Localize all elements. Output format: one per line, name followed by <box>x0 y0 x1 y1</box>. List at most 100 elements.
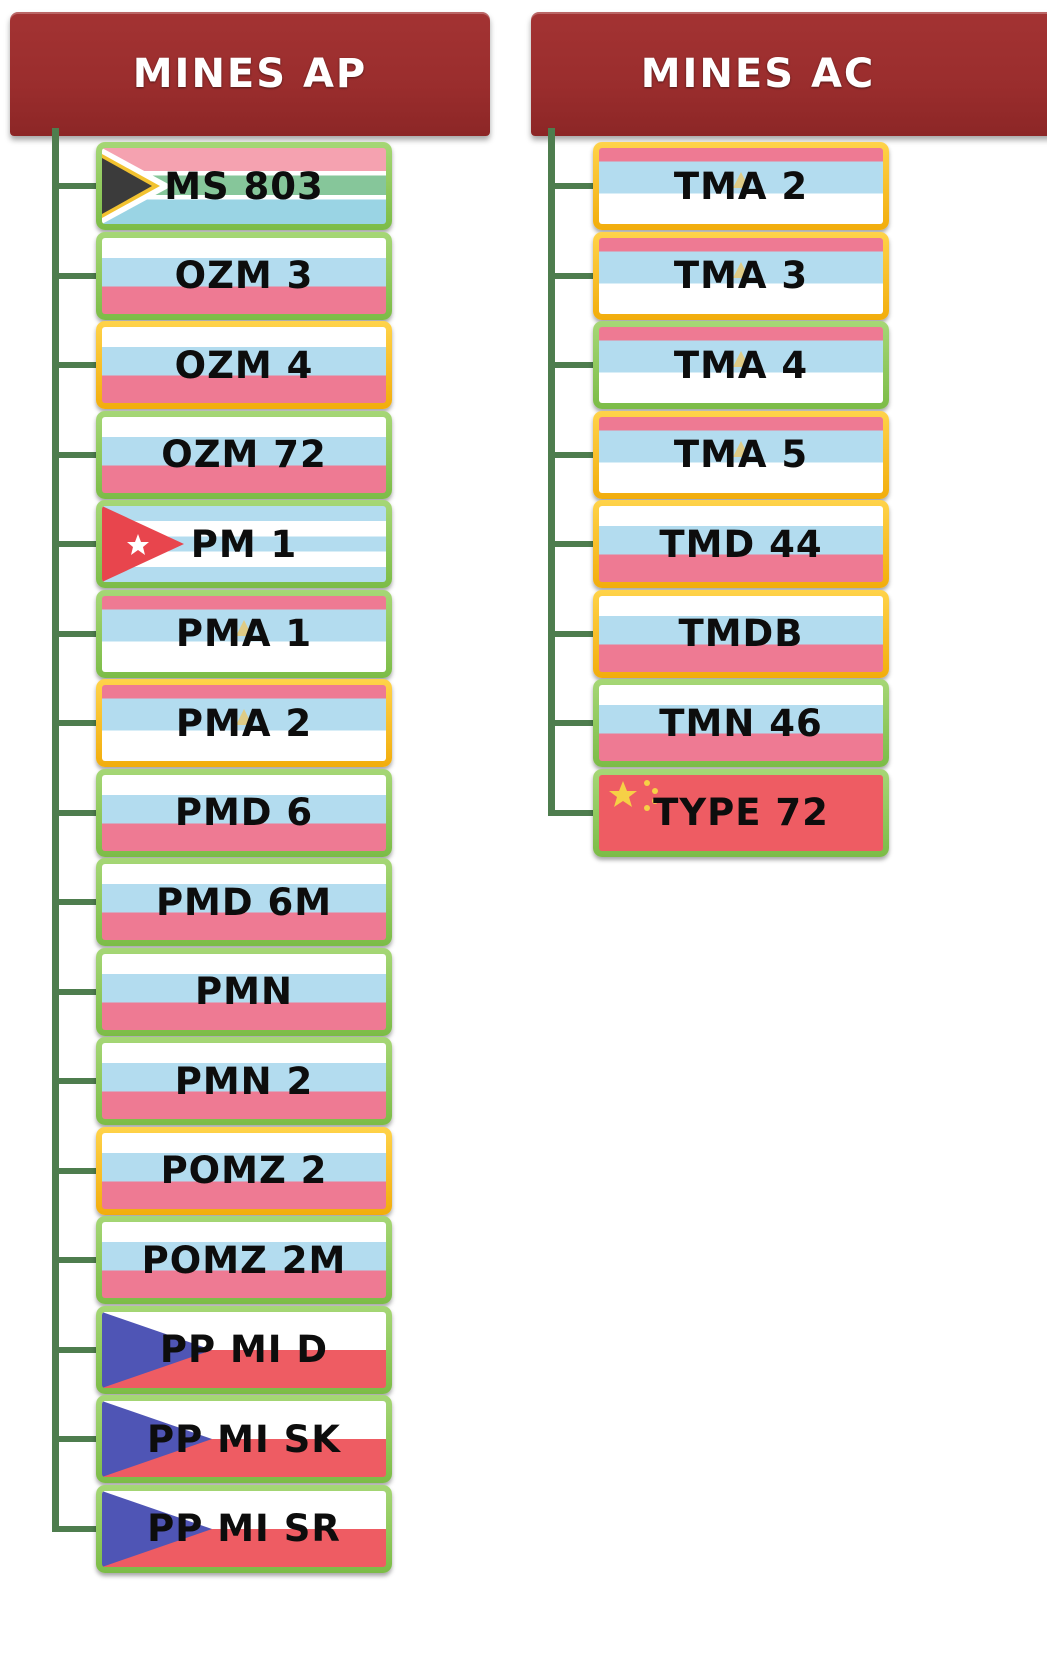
flag-background: PMD 6M <box>102 864 386 940</box>
mine-label: PMA 1 <box>175 612 313 655</box>
mine-item: OZM 3 <box>96 231 392 320</box>
header-mines-ap: MINES AP <box>10 12 490 136</box>
mine-item: TMA 3 <box>593 231 889 320</box>
yugoslavia-flag-icon <box>733 172 749 188</box>
connector-branch <box>52 720 100 726</box>
yugoslavia-flag-icon <box>733 351 749 367</box>
mine-item: POMZ 2M <box>96 1216 392 1304</box>
connector-branch <box>52 1078 100 1084</box>
mine-item: TMA 5 <box>593 410 889 499</box>
mine-label: PMD 6 <box>174 791 314 834</box>
connector-branch <box>52 362 100 368</box>
connector-branch <box>52 541 100 547</box>
flag-background: OZM 72 <box>102 416 386 493</box>
mine-item: OZM 4 <box>96 321 392 409</box>
flag-background: PP MI D <box>102 1311 386 1388</box>
mine-item: PP MI SK <box>96 1395 392 1483</box>
mine-label: POMZ 2 <box>160 1149 328 1192</box>
mine-item: PMD 6 <box>96 768 392 857</box>
mine-item: PMA 1 <box>96 589 392 678</box>
connector-branch <box>548 451 597 458</box>
mine-label: TMDB <box>678 612 804 655</box>
mine-label: TMA 3 <box>673 254 809 297</box>
flag-background: PP MI SK <box>102 1401 386 1477</box>
header-mines-ac: MINES AC <box>531 12 1047 136</box>
flag-background: TMA 4 <box>599 327 883 403</box>
flag-background: PMA 2 <box>102 685 386 761</box>
flag-background: TYPE 72 <box>599 774 883 851</box>
mine-label: OZM 3 <box>174 254 314 297</box>
connector-branch <box>52 1346 100 1353</box>
mine-label: TMA 5 <box>673 433 809 476</box>
connector-branch <box>52 988 100 995</box>
connector-branch <box>52 1257 100 1263</box>
mine-label: TMA 4 <box>673 343 809 387</box>
mine-label: OZM 72 <box>161 433 327 476</box>
connector-branch <box>548 630 597 637</box>
connector-trunk <box>548 128 555 816</box>
mine-label: PMA 2 <box>175 701 313 745</box>
yugoslavia-flag-icon <box>236 709 252 725</box>
flag-background: MS 803 <box>102 148 386 224</box>
mine-label: PP MI SK <box>147 1417 341 1461</box>
connector-branch <box>52 272 100 279</box>
flag-background: OZM 4 <box>102 327 386 403</box>
connector-branch <box>548 183 597 189</box>
connector-branch <box>548 541 597 547</box>
connector-branch <box>52 451 100 458</box>
czech-flag-icon <box>102 1311 212 1388</box>
flag-background: PMD 6 <box>102 774 386 851</box>
connector-branch <box>52 899 100 905</box>
mine-label: TYPE 72 <box>653 791 829 834</box>
mine-label: TMD 44 <box>659 522 823 566</box>
mine-item: TMA 2 <box>593 142 889 230</box>
cuba-flag-icon <box>102 506 184 582</box>
flag-background: TMA 2 <box>599 148 883 224</box>
china-flag-icon <box>609 779 658 811</box>
mine-item: TMDB <box>593 589 889 678</box>
mine-item: TYPE 72 <box>593 768 889 857</box>
mine-label: TMN 46 <box>659 701 823 745</box>
connector-branch <box>548 720 597 726</box>
mine-item: PP MI SR <box>96 1484 392 1573</box>
flag-background: PMA 1 <box>102 595 386 672</box>
flag-background: PMN 2 <box>102 1043 386 1119</box>
header-title: MINES AP <box>132 51 368 97</box>
mine-label: PMD 6M <box>155 880 333 924</box>
czech-flag-icon <box>102 1401 212 1477</box>
mine-label: OZM 4 <box>174 343 314 387</box>
connector-branch <box>548 362 597 368</box>
mine-label: PMN 2 <box>174 1059 314 1103</box>
connector-branch <box>52 1525 100 1532</box>
mine-item: PMN 2 <box>96 1037 392 1125</box>
south-africa-flag-icon <box>102 148 172 224</box>
mine-item: PMN <box>96 947 392 1036</box>
mine-item: TMA 4 <box>593 321 889 409</box>
mine-item: MS 803 <box>96 142 392 230</box>
mine-label: POMZ 2M <box>141 1238 347 1282</box>
header-title: MINES AC <box>640 51 876 97</box>
flag-background: TMD 44 <box>599 506 883 582</box>
connector-branch <box>52 1436 100 1442</box>
mine-item: OZM 72 <box>96 410 392 499</box>
mine-item: TMD 44 <box>593 500 889 588</box>
mine-item: POMZ 2 <box>96 1126 392 1215</box>
flag-background: POMZ 2M <box>102 1222 386 1298</box>
connector-branch <box>52 809 100 816</box>
mine-label: PP MI SR <box>147 1507 341 1550</box>
flag-background: TMN 46 <box>599 685 883 761</box>
flag-background: POMZ 2 <box>102 1132 386 1209</box>
mine-label: PP MI D <box>159 1328 329 1371</box>
flag-background: PP MI SR <box>102 1490 386 1567</box>
mine-item: PP MI D <box>96 1305 392 1394</box>
mine-item: PMD 6M <box>96 858 392 946</box>
yugoslavia-flag-icon <box>733 440 749 457</box>
czech-flag-icon <box>102 1490 212 1567</box>
flag-background: PMN <box>102 953 386 1030</box>
connector-branch <box>52 630 100 637</box>
connector-branch <box>548 272 597 279</box>
connector-branch <box>52 183 100 189</box>
mine-label: PM 1 <box>190 522 298 566</box>
flag-background: PM 1 <box>102 506 386 582</box>
